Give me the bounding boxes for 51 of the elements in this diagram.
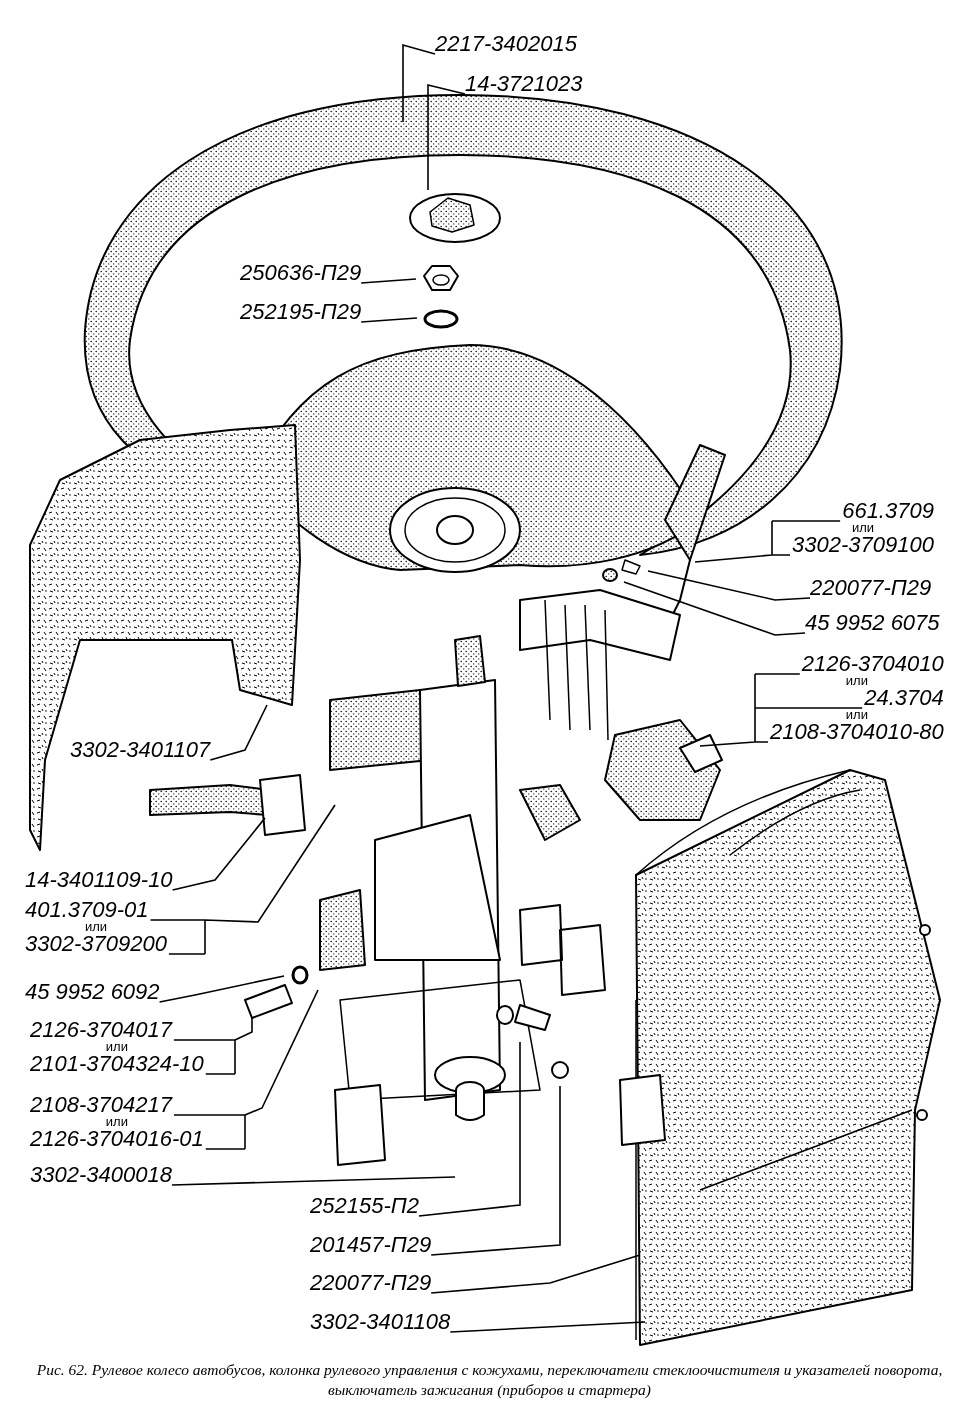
alternative-word: или [844,709,869,721]
leader-line [647,570,811,601]
alternative-word: или [83,921,108,933]
part-number: 401.3709-01 [25,899,150,921]
leader-line [209,704,268,761]
part-number: 2217-3402015 [435,33,577,55]
part-number: 220077-П29 [810,577,932,599]
leader-line [430,1254,641,1294]
part-number: 220077-П29 [310,1272,432,1294]
leader-line [427,84,466,191]
part-number: 2126-3704010 [800,653,944,675]
leader-line [694,520,841,563]
leader-line [173,989,319,1150]
part-number: 2126-3704016-01 [30,1128,204,1150]
part-number: 252195-П29 [240,301,362,323]
leader-line [173,1017,253,1075]
part-number: 2101-3704324-10 [30,1053,204,1075]
part-number: 24.3704 [863,687,944,709]
alternative-word: или [850,522,875,534]
part-number: 45 9952 6075 [805,612,940,634]
part-number: 3302-3709200 [25,933,167,955]
leader-line [402,43,436,123]
part-number: 14-3721023 [465,73,583,95]
leader-line [449,1321,646,1333]
part-number: 661.3709 [841,500,934,522]
leader-line [171,1176,456,1186]
part-number: 3302-3400018 [30,1164,172,1186]
alternative-word: или [104,1041,129,1053]
leader-line [158,975,285,1003]
part-number: 250636-П29 [240,262,362,284]
part-number: 3302-3401107 [70,739,211,761]
figure-caption: Рис. 62. Рулевое колесо автобусов, колонка рулевого управления с кожухами, переключатели стеклоочистителя и указателей поворота, выключатель зажигания (приборов и стартера) [35,1360,944,1400]
part-number: 2108-3704010-80 [770,721,944,743]
alternative-word: или [844,675,869,687]
part-number: 45 9952 6092 [25,981,160,1003]
part-number: 252155-П2 [310,1195,419,1217]
alternative-word: или [104,1116,129,1128]
leader-line [360,278,417,284]
part-number: 2108-3704217 [30,1094,174,1116]
part-number: 3302-3709100 [792,534,934,556]
leader-line [418,1041,521,1217]
leader-line [171,817,266,891]
part-number: 14-3401109-10 [25,869,173,891]
leader-line [430,1085,561,1256]
leader-line [623,581,806,636]
leader-line [149,804,336,955]
leader-line [360,317,418,323]
leader-line [699,673,863,747]
part-number: 2126-3704017 [30,1019,174,1041]
part-number: 3302-3401108 [310,1311,451,1333]
part-number: 201457-П29 [310,1234,432,1256]
